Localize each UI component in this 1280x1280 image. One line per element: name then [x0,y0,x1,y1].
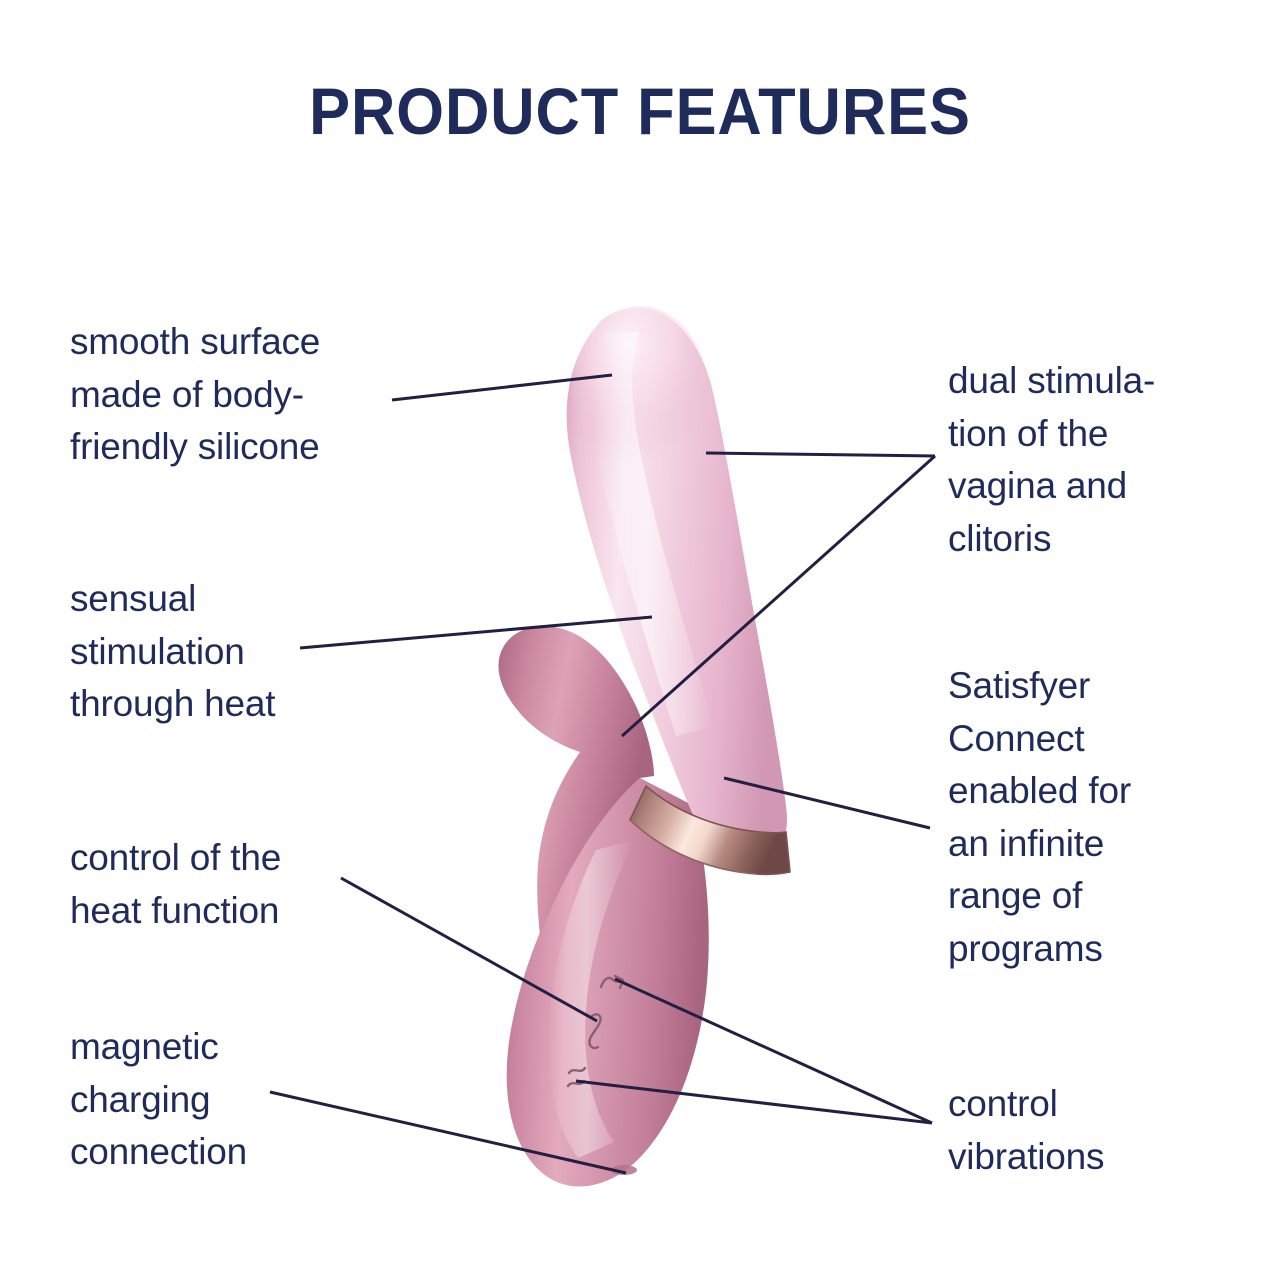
leader-control-vibrations-upper [614,977,933,1125]
leader-control-vibrations-lower [575,1079,933,1125]
leader-dual-stimulation-arm [620,454,937,738]
callout-control-vibrations: control vibrations [948,1083,1105,1177]
chevron-up-icon-stroke [613,974,625,990]
page-title: PRODUCT FEATURES [309,74,971,148]
callout-sensual-stimulation: sensual stimulation through heat [70,578,276,725]
leader-smooth-surface [391,373,613,402]
leader-satisfyer-connect [723,776,931,830]
band-upper-seam [629,819,757,875]
leader-heat-control [340,876,598,1023]
vibration-wave-icon [567,1066,587,1075]
handle-specular [547,840,634,1158]
leader-lines [269,373,937,1175]
callout-smooth-surface: smooth surface made of body- friendly si… [70,321,321,468]
callout-magnetic-charging: magnetic charging connection [70,1026,247,1173]
leader-dual-stimulation-shaft [705,451,936,458]
leader-sensual-stimulation [299,615,653,650]
callout-satisfyer-connect: Satisfyer Connect enabled for an infinit… [948,665,1131,969]
shaft-specular [592,330,714,736]
heat-function-icon [588,1013,602,1050]
leader-magnetic-charging [269,1090,627,1175]
product-body [498,306,791,1187]
callout-dual-stimulation: dual stimula- tion of the vagina and cli… [948,360,1156,559]
callout-heat-control: control of the heat function [70,837,282,931]
clitoral-arm [498,625,654,936]
